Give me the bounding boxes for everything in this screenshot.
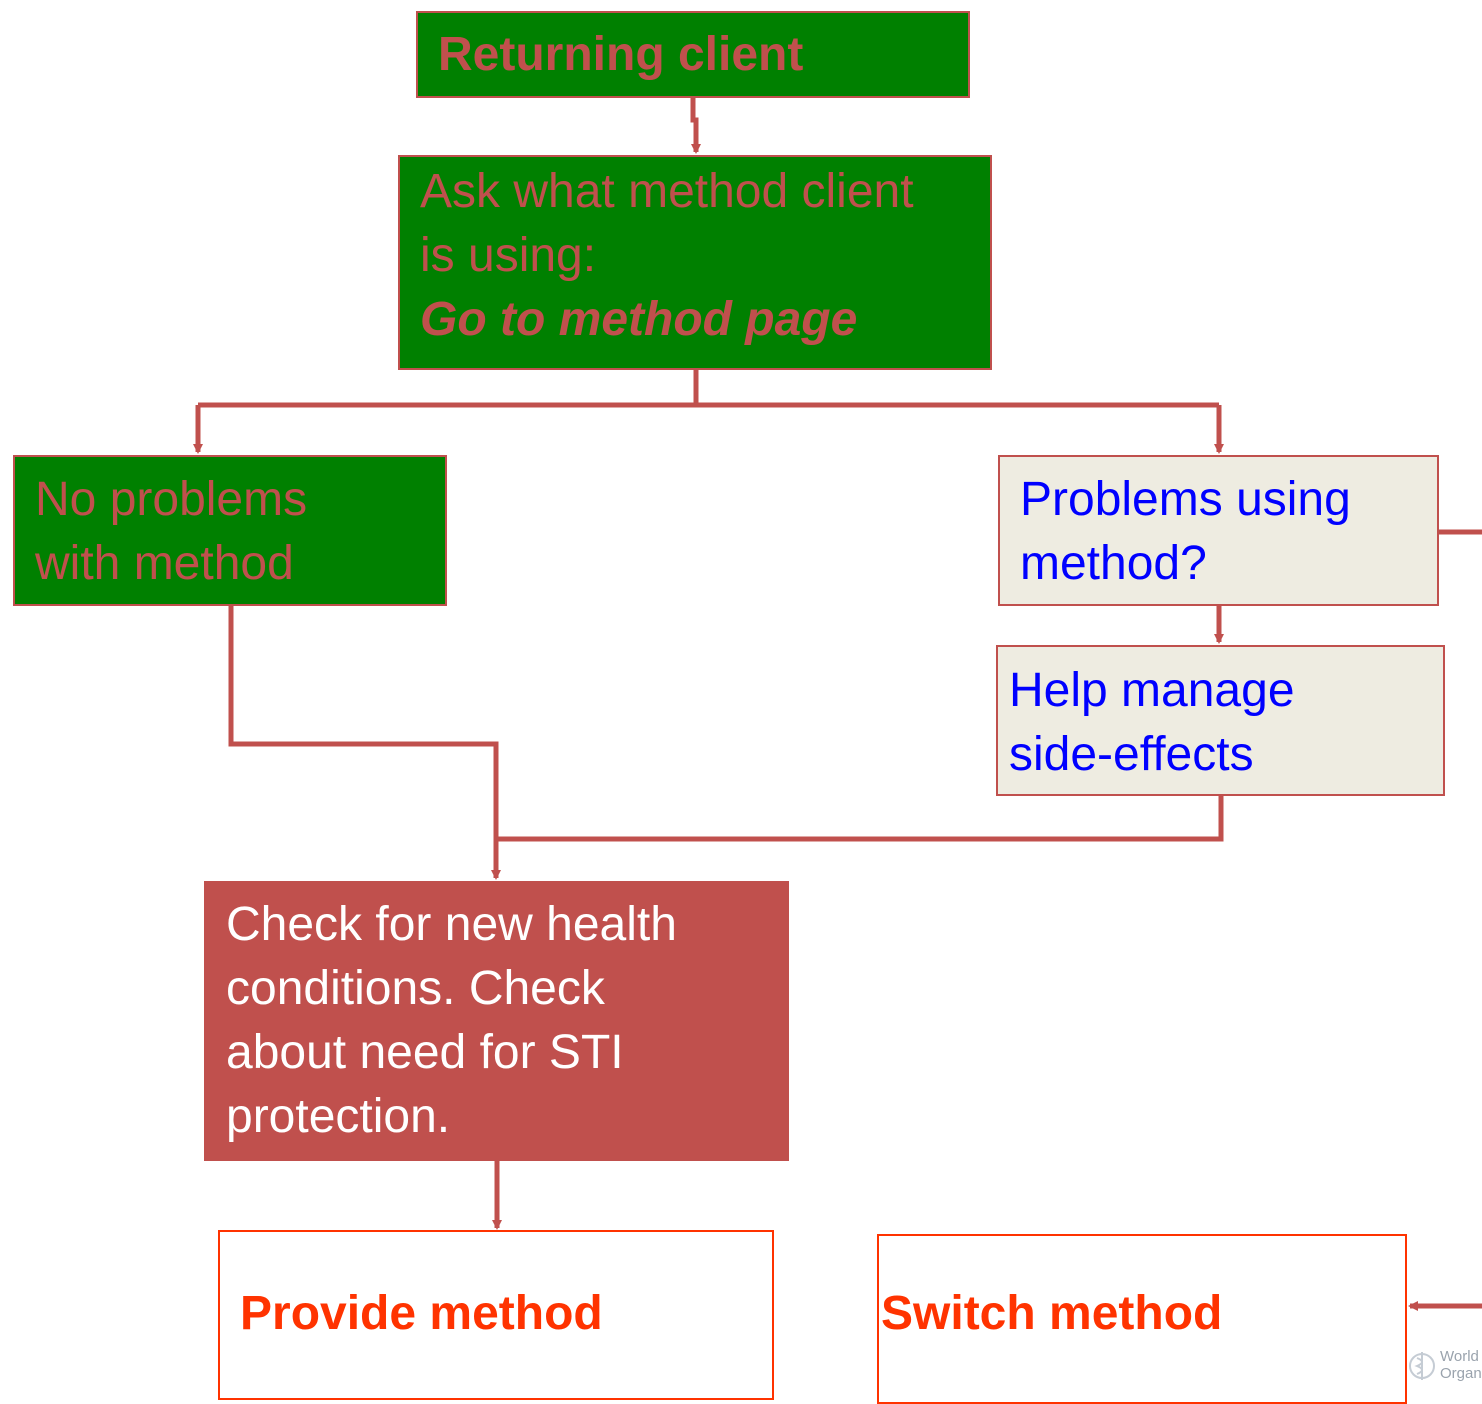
problems-using-method-box: Problems using method?	[998, 455, 1439, 606]
no-problems-line1: No problems	[35, 473, 308, 526]
go-to-method-page-link[interactable]: Go to method page	[420, 293, 858, 346]
who-logo-line1: World	[1440, 1348, 1479, 1365]
connector-help-merge	[496, 796, 1224, 842]
ask-method-box: Ask what method client is using: Go to m…	[398, 155, 992, 370]
provide-method-box[interactable]: Provide method	[218, 1230, 774, 1400]
who-logo: World Organ	[1408, 1344, 1482, 1389]
arrow-to-no-problems	[198, 402, 1219, 452]
problems-using-line2: method?	[1020, 537, 1207, 590]
provide-method-label: Provide method	[240, 1287, 603, 1340]
who-emblem-icon	[1409, 1352, 1435, 1380]
help-manage-line1: Help manage	[1009, 664, 1295, 717]
help-manage-line2: side-effects	[1009, 728, 1254, 781]
arrow-returning-to-ask	[690, 98, 701, 154]
who-logo-line2: Organ	[1440, 1365, 1482, 1382]
check-health-line2: conditions. Check	[226, 962, 605, 1015]
check-health-conditions-box: Check for new health conditions. Check a…	[204, 881, 789, 1161]
check-health-line4: protection.	[226, 1090, 451, 1143]
switch-method-label: Switch method	[881, 1287, 1223, 1340]
connector-no-problems-down	[228, 606, 501, 880]
help-manage-side-effects-box: Help manage side-effects	[996, 645, 1445, 796]
no-problems-box: No problems with method	[13, 455, 447, 606]
check-health-line1: Check for new health	[226, 898, 677, 951]
problems-using-line1: Problems using	[1020, 473, 1351, 526]
returning-client-box: Returning client	[416, 11, 970, 98]
no-problems-line2: with method	[35, 537, 294, 590]
switch-method-box[interactable]: Switch method	[877, 1234, 1407, 1404]
who-logo-text: World Organ	[1440, 1348, 1482, 1382]
ask-method-line1: Ask what method client	[420, 165, 914, 218]
ask-method-line2: is using:	[420, 229, 597, 282]
returning-client-label: Returning client	[438, 28, 804, 81]
check-health-line3: about need for STI	[226, 1026, 624, 1079]
